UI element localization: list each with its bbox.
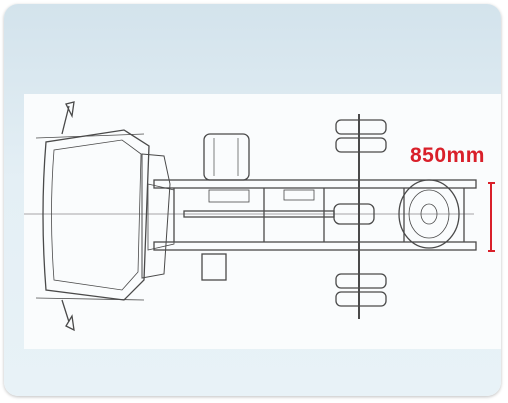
chassis-diagram <box>24 94 501 349</box>
image-card: 850mm <box>4 4 501 396</box>
spare-wheel <box>398 179 460 249</box>
drive-shaft <box>183 203 375 225</box>
fuel-tank <box>203 133 250 181</box>
transmission-mount <box>208 189 250 203</box>
cab <box>35 101 175 332</box>
battery-box <box>201 253 227 281</box>
frame-rails <box>153 179 477 251</box>
chassis-drawing <box>24 101 477 332</box>
crossmember-bracket <box>283 189 315 201</box>
dimension-label: 850mm <box>410 144 485 167</box>
dimension-bracket <box>488 182 495 252</box>
rear-axle <box>335 114 387 319</box>
